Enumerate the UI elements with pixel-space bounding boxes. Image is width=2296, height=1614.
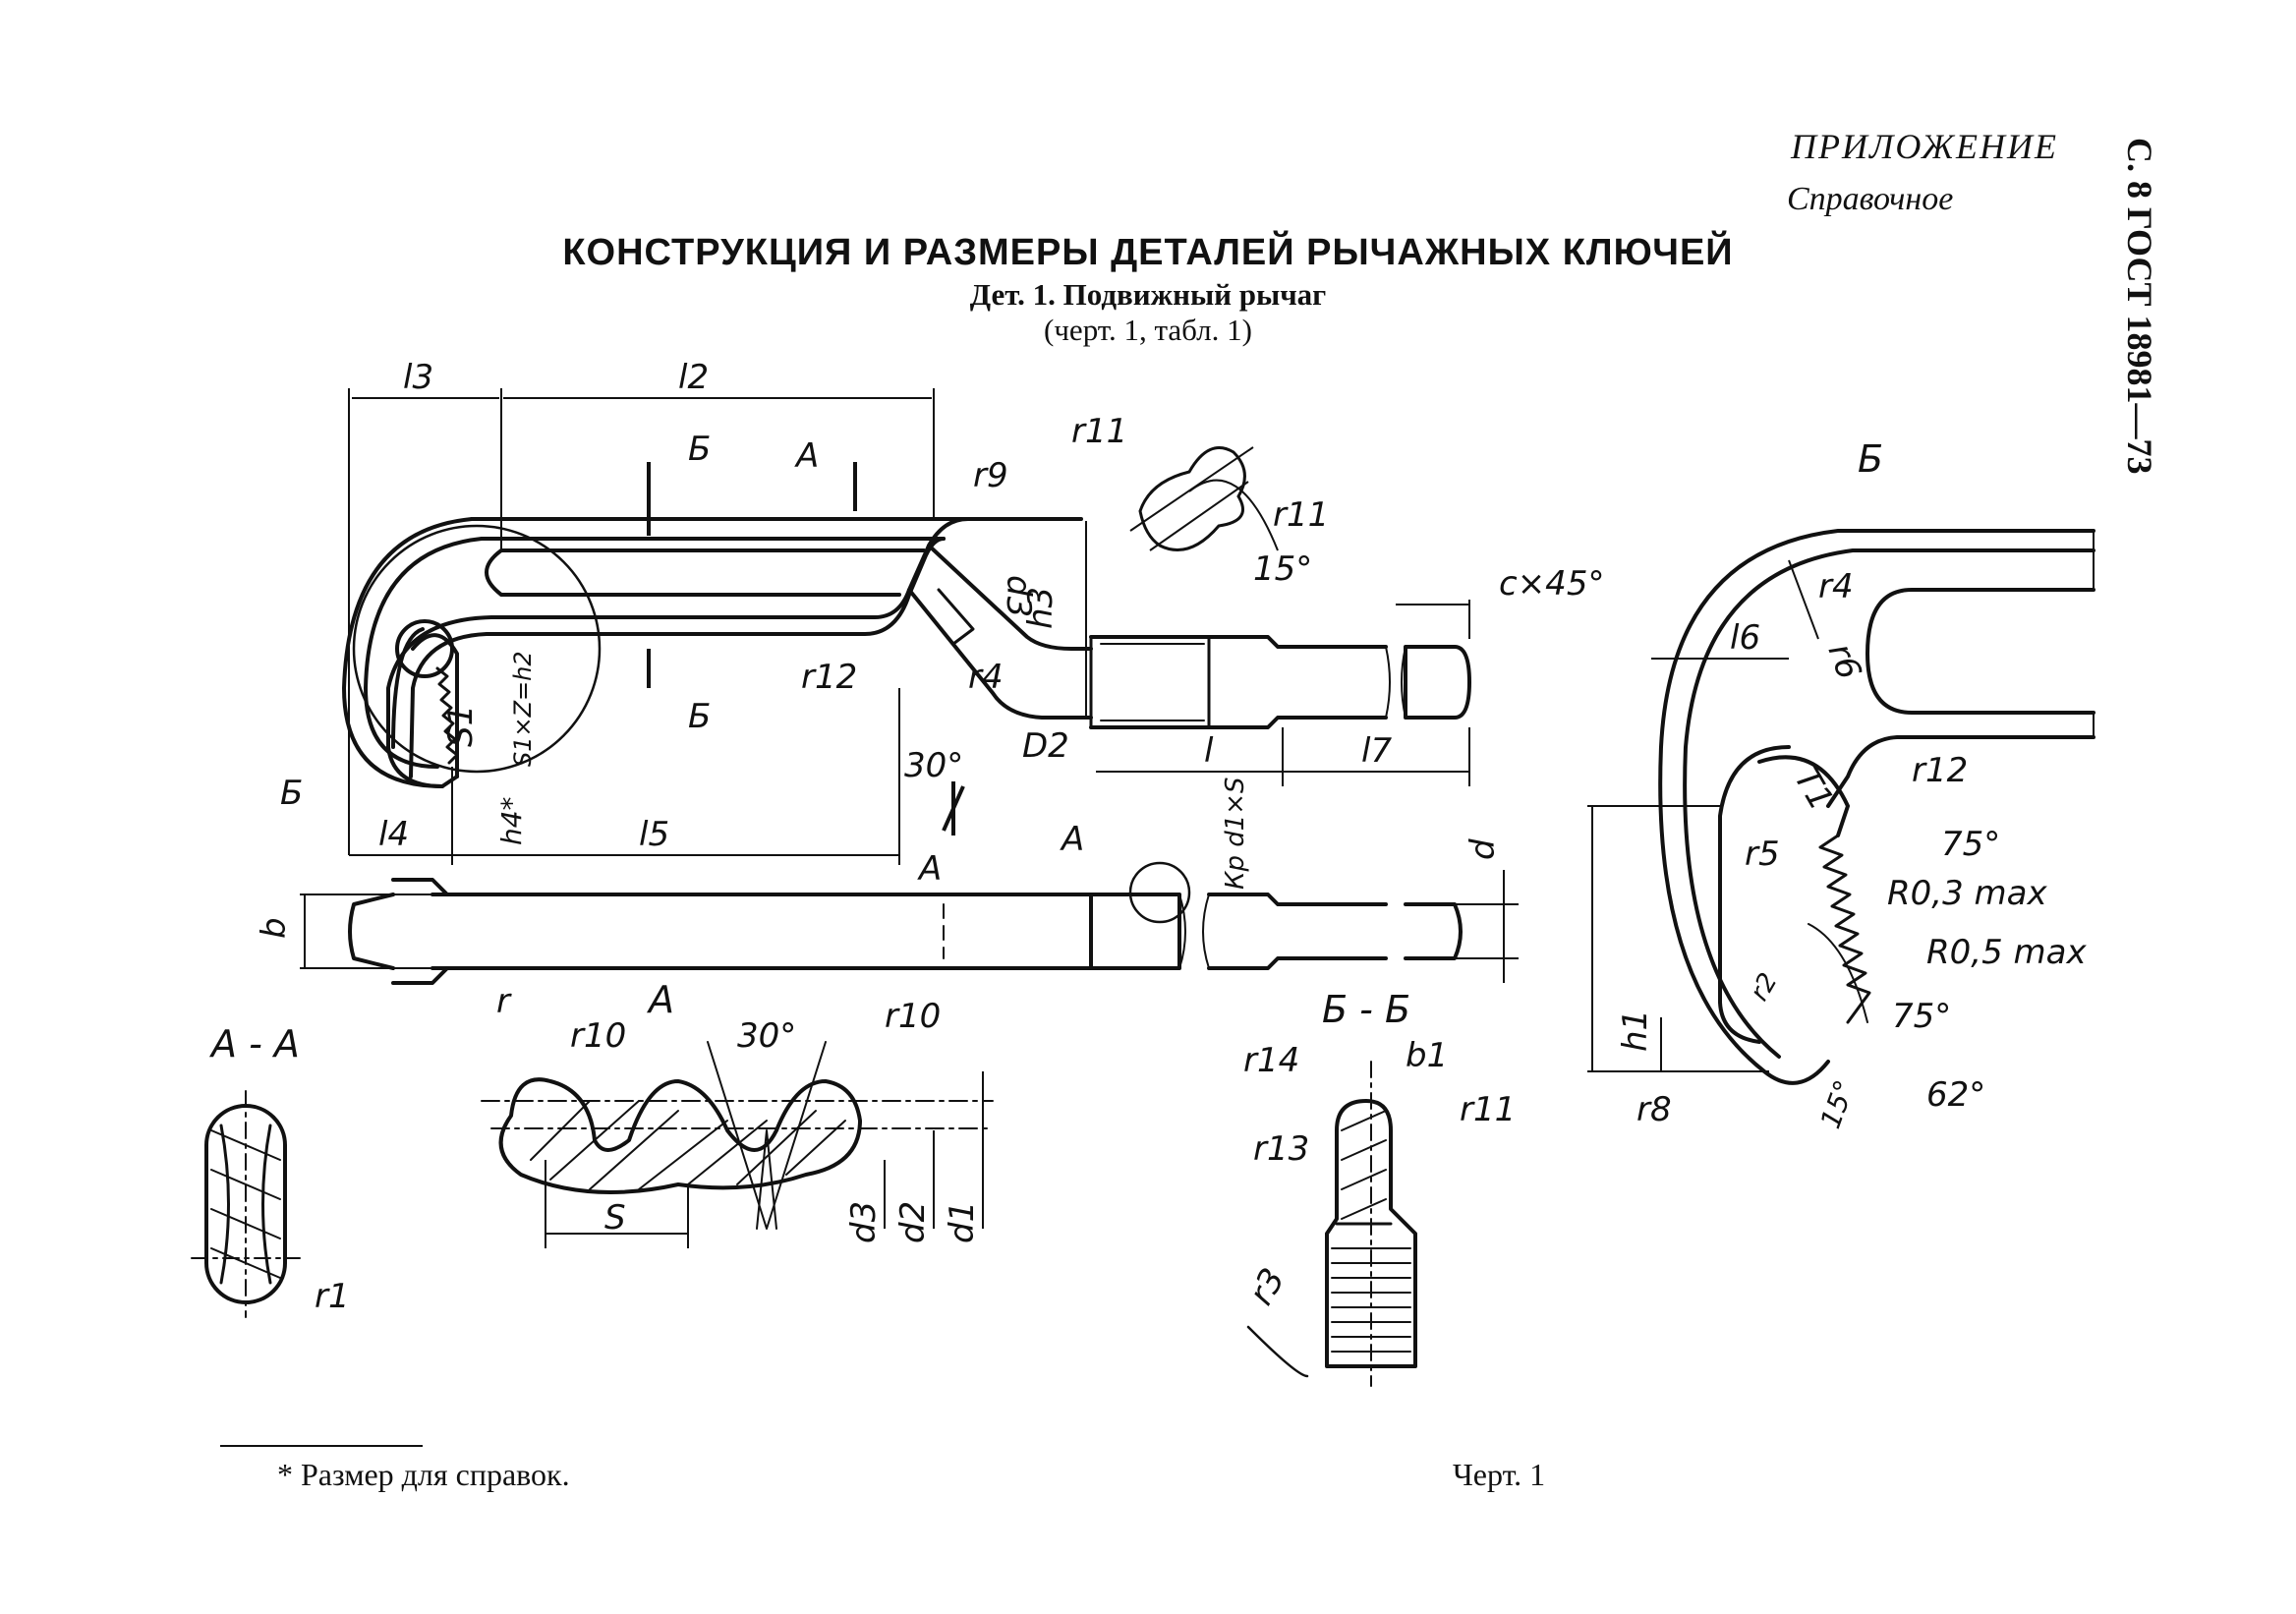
label-h4: h4* <box>495 796 528 845</box>
label-r5: r5 <box>1745 835 1780 874</box>
view-title-section-aa: А - А <box>208 1022 300 1066</box>
label-r11-right: r11 <box>1273 495 1329 535</box>
label-ang30: 30° <box>904 746 963 785</box>
figure-caption: Черт. 1 <box>1453 1457 1546 1492</box>
label-sec-a-top: А <box>794 436 819 476</box>
label-h1: h1 <box>1616 1009 1655 1052</box>
label-sec-b-top: Б <box>688 430 711 469</box>
label-kpd: Кр d1×S <box>1221 777 1250 890</box>
label-detail-b-ref: Б <box>280 774 303 813</box>
label-ang30b: 30° <box>737 1016 796 1056</box>
label-r6: r6 <box>1820 638 1869 684</box>
label-r12-b: r12 <box>1912 751 1968 790</box>
label-r3: r3 <box>1241 1262 1292 1312</box>
label-r9: r9 <box>973 456 1008 495</box>
label-detail-a-ref: А <box>1060 820 1084 859</box>
label-ang75b: 75° <box>1892 997 1951 1036</box>
label-r12: r12 <box>801 658 857 697</box>
label-l: l <box>1204 731 1214 771</box>
footnote: * Размер для справок. <box>277 1457 570 1492</box>
label-r4-b: r4 <box>1818 567 1854 606</box>
r11-profile <box>1129 446 1254 551</box>
label-d2b: d2 <box>893 1201 933 1243</box>
label-s: S <box>604 1198 626 1238</box>
label-l6: l6 <box>1730 618 1760 658</box>
label-r10-right: r10 <box>885 997 941 1036</box>
label-ang15b: 15° <box>1814 1075 1862 1132</box>
label-s1: S1 <box>441 705 481 747</box>
part-title: Дет. 1. Подвижный рычаг <box>969 277 1327 312</box>
label-r8: r8 <box>1636 1090 1672 1129</box>
label-d3: d3 <box>844 1201 884 1243</box>
view-title-detail-a: А <box>646 978 674 1021</box>
appendix-type: Справочное <box>1787 181 1954 217</box>
appendix-label: ПРИЛОЖЕНИЕ <box>1791 127 2058 166</box>
label-r2: r2 <box>1745 968 1784 1007</box>
label-r1: r1 <box>315 1277 350 1316</box>
label-l2: l2 <box>678 358 709 397</box>
part-reference: (черт. 1, табл. 1) <box>1044 313 1252 347</box>
footnote-rule <box>220 1445 423 1447</box>
drawing-title: КОНСТРУКЦИЯ И РАЗМЕРЫ ДЕТАЛЕЙ РЫЧАЖНЫХ К… <box>562 232 1734 273</box>
label-l4: l4 <box>378 815 409 854</box>
label-r05: R0,5 max <box>1926 933 2087 972</box>
label-r03: R0,3 max <box>1887 874 2047 913</box>
lever-side-view <box>348 861 1463 985</box>
label-d3-top: d3 <box>999 575 1038 617</box>
label-r11-bb: r11 <box>1460 1090 1516 1129</box>
label-t1: T1 <box>1786 762 1841 818</box>
section-bb <box>1246 1061 1417 1387</box>
label-b: b <box>255 917 294 939</box>
label-r14: r14 <box>1243 1041 1299 1080</box>
label-r11-top: r11 <box>1071 412 1127 451</box>
label-r4: r4 <box>968 658 1004 697</box>
label-l7: l7 <box>1361 731 1392 771</box>
detail-a <box>481 1041 994 1230</box>
label-ang62: 62° <box>1926 1075 1985 1115</box>
label-cx45: c×45° <box>1499 564 1604 604</box>
label-l5: l5 <box>639 815 669 854</box>
view-title-detail-b: Б <box>1858 437 1883 481</box>
label-s1z: S1×Z=h2 <box>509 651 537 767</box>
label-r10-left: r10 <box>570 1016 626 1056</box>
detail-b <box>1658 529 2095 1085</box>
label-r13: r13 <box>1253 1129 1309 1169</box>
section-aa <box>191 1090 301 1318</box>
label-d: d <box>1464 838 1503 860</box>
label-b1: b1 <box>1406 1036 1448 1075</box>
label-r: r <box>496 982 512 1021</box>
label-ang75a: 75° <box>1941 825 2000 864</box>
label-h3: h3 <box>1021 587 1061 629</box>
label-d1: d1 <box>943 1201 982 1243</box>
view-title-section-bb: Б - Б <box>1322 988 1410 1031</box>
label-sec-a-bottom: А <box>917 849 942 889</box>
label-d2: D2 <box>1022 726 1069 766</box>
label-ang15: 15° <box>1253 549 1312 589</box>
label-sec-b-bottom: Б <box>688 697 711 736</box>
label-l3: l3 <box>403 358 433 397</box>
lever-top-view <box>342 517 1471 788</box>
